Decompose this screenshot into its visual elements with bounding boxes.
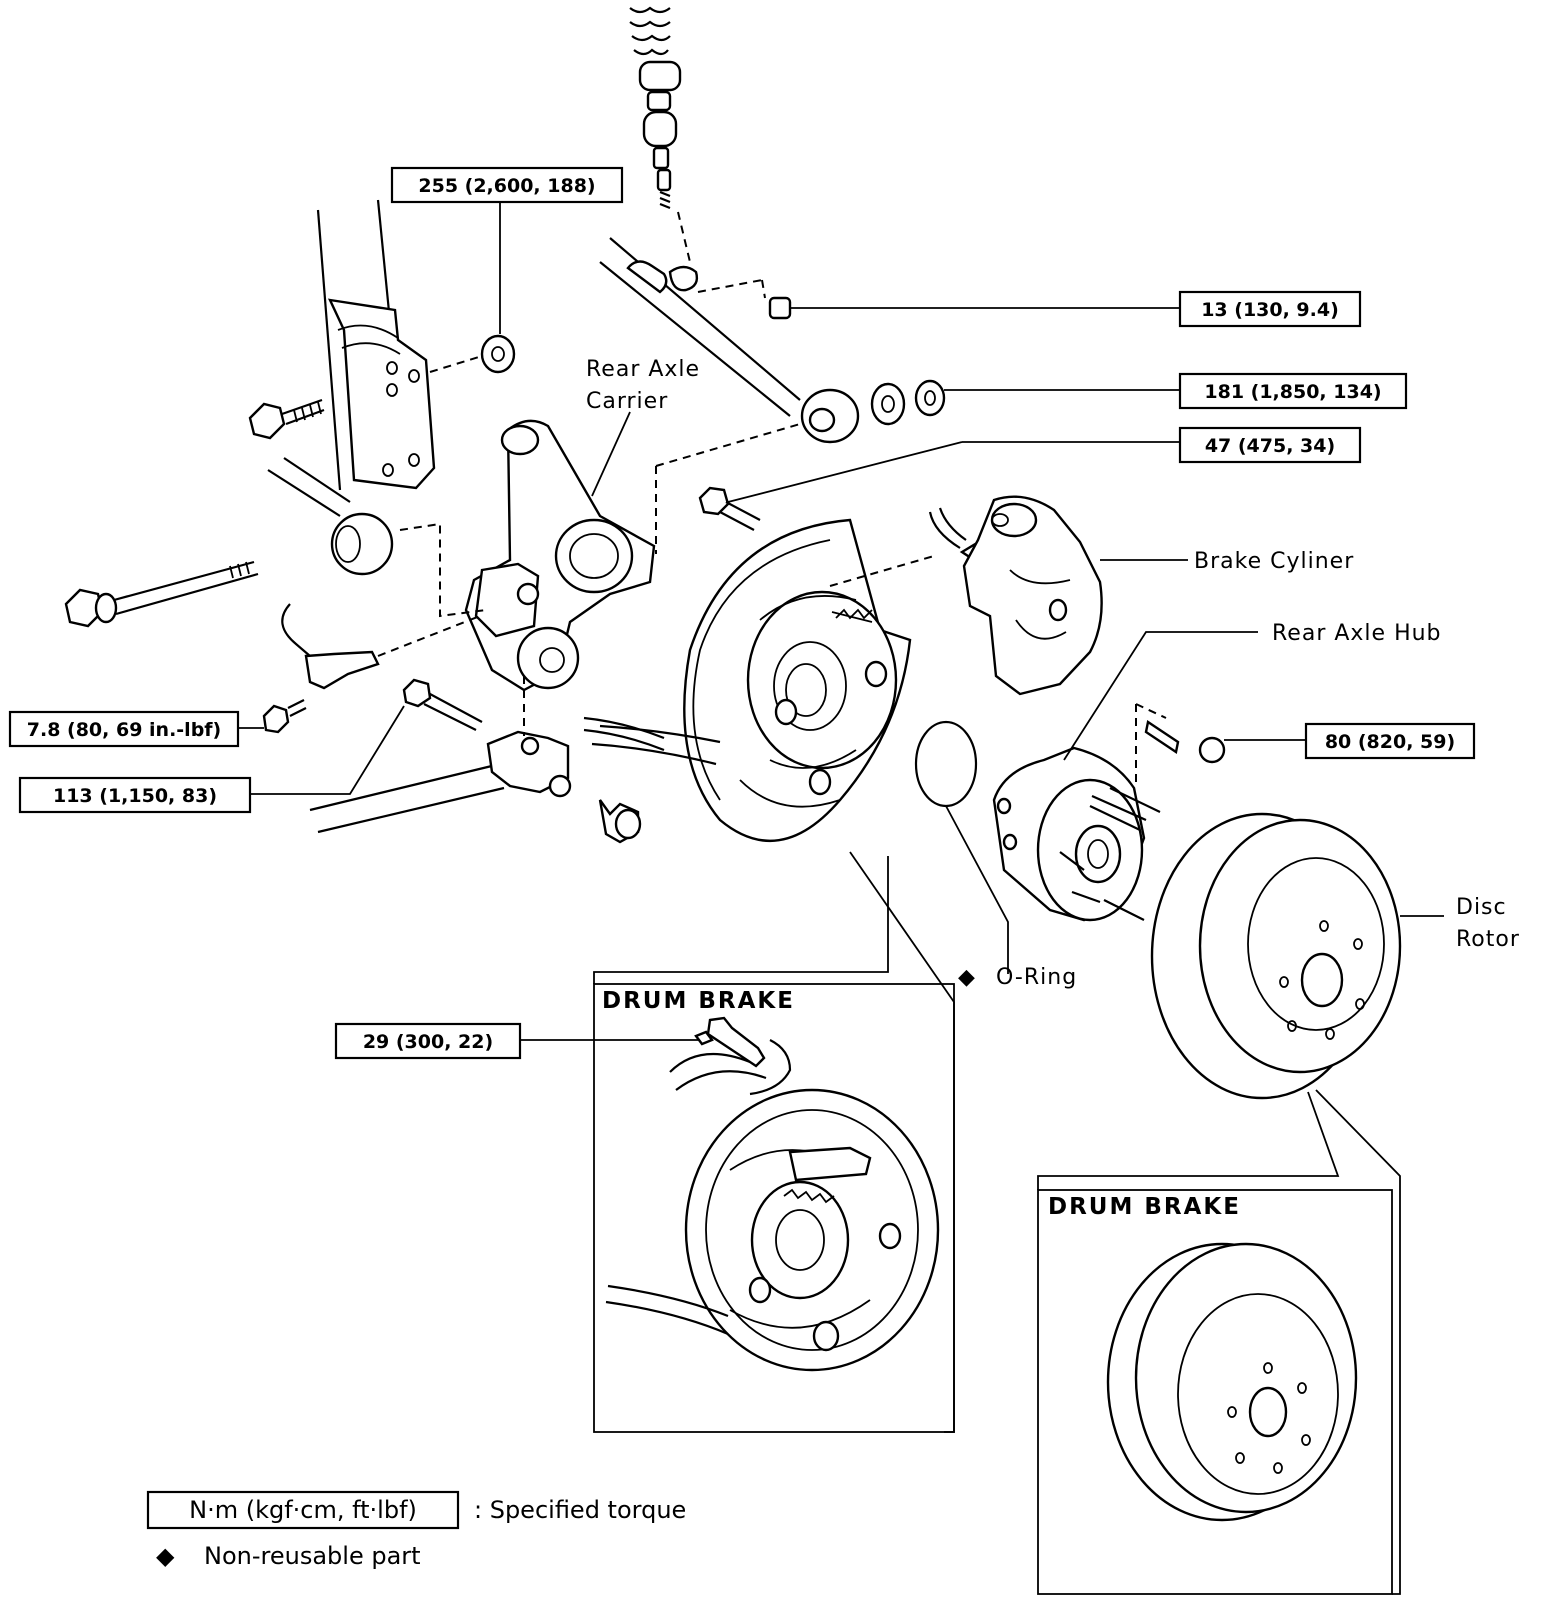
legend-bullet-icon: ◆ [156, 1542, 175, 1570]
label-rear-axle-carrier-line2: Carrier [586, 389, 668, 414]
torque-spec-7-8: 7.8 (80, 69 in.-lbf) [8, 710, 240, 748]
torque-value-181: 181 (1,850, 134) [1204, 381, 1381, 403]
label-rear-axle-carrier-line1: Rear Axle [586, 357, 700, 382]
torque-value-113: 113 (1,150, 83) [53, 785, 217, 807]
torque-value-47: 47 (475, 34) [1205, 435, 1335, 457]
torque-spec-255: 255 (2,600, 188) [390, 166, 624, 204]
brake-caliper-drawing [928, 495, 1103, 696]
torque-spec-181: 181 (1,850, 134) [1178, 372, 1408, 410]
torque-spec-29: 29 (300, 22) [334, 1022, 522, 1060]
torque-spec-13: 13 (130, 9.4) [1178, 290, 1362, 328]
strut-bracket-drawing [248, 199, 516, 491]
torque-spec-47: 47 (475, 34) [1178, 426, 1362, 464]
label-disc-rotor-line1: Disc [1456, 895, 1507, 920]
rear-axle-hub-drawing [992, 703, 1226, 922]
torque-spec-113: 113 (1,150, 83) [18, 776, 252, 814]
rear-axle-carrier-drawing [64, 419, 801, 844]
shock-absorber-drawing [629, 6, 691, 263]
drum-brake-inset-right [1037, 1189, 1393, 1595]
label-brake-cylinder: Brake Cyliner [1194, 549, 1354, 574]
label-rear-axle-hub: Rear Axle Hub [1272, 621, 1442, 646]
torque-value-29: 29 (300, 22) [363, 1031, 493, 1053]
inset-title-drum-brake-right: DRUM BRAKE [1048, 1194, 1241, 1220]
torque-value-7-8: 7.8 (80, 69 in.-lbf) [27, 719, 222, 741]
legend: N·m (kgf·cm, ft·lbf) : Specified torque … [146, 1490, 686, 1570]
torque-value-13: 13 (130, 9.4) [1201, 299, 1339, 321]
legend-nonreusable: Non-reusable part [204, 1542, 421, 1570]
o-ring-bullet-icon: ◆ [958, 965, 976, 990]
legend-unit-desc: : Specified torque [474, 1496, 686, 1524]
label-disc-rotor-line2: Rotor [1456, 927, 1520, 952]
inset-title-drum-brake-left: DRUM BRAKE [602, 988, 795, 1014]
backing-plate-drawing [591, 486, 935, 842]
torque-spec-80: 80 (820, 59) [1304, 722, 1476, 760]
torque-value-80: 80 (820, 59) [1325, 731, 1455, 753]
legend-unit-box: N·m (kgf·cm, ft·lbf) [189, 1496, 417, 1524]
label-o-ring: O-Ring [996, 965, 1077, 990]
o-ring-drawing [914, 720, 978, 808]
upper-control-arm-drawing [599, 237, 946, 444]
drum-brake-inset-left [593, 983, 955, 1433]
disc-rotor-drawing [1150, 812, 1402, 1100]
torque-value-255: 255 (2,600, 188) [418, 175, 595, 197]
